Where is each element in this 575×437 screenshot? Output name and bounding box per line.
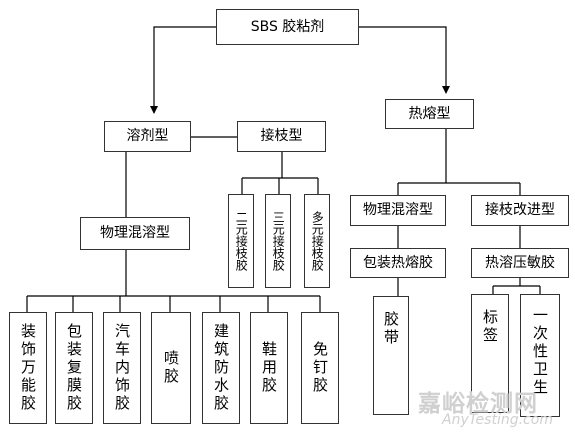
node-hotmelt-psa: 热溶压敏胶 xyxy=(471,248,569,278)
node-solvent: 溶剂型 xyxy=(104,121,191,152)
node-ternary-graft: 三元接枝胶 xyxy=(265,194,291,288)
node-packaging-film-adhesive: 包装复膜胶 xyxy=(55,312,93,424)
node-disposable-hygiene: 一次性卫生 xyxy=(520,294,560,417)
node-hm-phys-mix: 物理混溶型 xyxy=(350,195,446,226)
arrow-root-hotmelt xyxy=(359,26,450,94)
node-nail-free-adhesive: 免钉胶 xyxy=(301,312,339,424)
node-binary-graft: 二元接枝胶 xyxy=(228,194,254,288)
node-graft: 接枝型 xyxy=(237,121,326,152)
node-hm-graft-improve: 接枝改进型 xyxy=(471,195,569,226)
watermark-text: 嘉峪检测网 xyxy=(418,391,538,417)
node-packaging-hotmelt: 包装热熔胶 xyxy=(350,248,446,278)
node-phys-mix: 物理混溶型 xyxy=(80,217,190,250)
node-hotmelt: 热熔型 xyxy=(385,99,474,129)
node-label: 标签 xyxy=(471,294,509,413)
node-root: SBS 胶粘剂 xyxy=(216,9,359,45)
node-spray-adhesive: 喷胶 xyxy=(151,312,191,424)
node-waterproof-adhesive: 建筑防水胶 xyxy=(202,312,240,424)
node-auto-interior-adhesive: 汽车内饰胶 xyxy=(103,312,141,424)
node-multi-graft: 多元接枝胶 xyxy=(304,194,330,288)
watermark-url: AnyTesting.com xyxy=(442,412,553,428)
node-shoe-adhesive: 鞋用胶 xyxy=(250,312,288,424)
arrow-root-solvent xyxy=(150,26,216,114)
node-decor-adhesive: 装饰万能胶 xyxy=(9,312,47,424)
node-tape: 胶带 xyxy=(373,296,409,415)
